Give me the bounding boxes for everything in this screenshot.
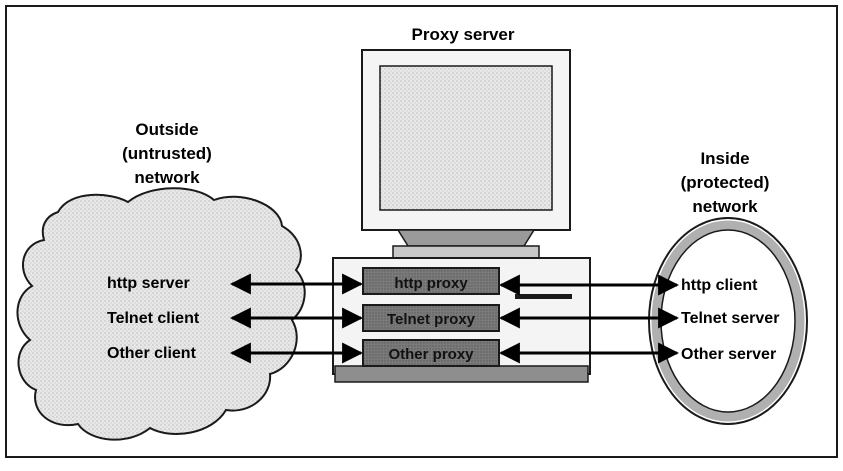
- monitor-neck: [396, 229, 536, 247]
- inside-label-line-3: network: [692, 197, 758, 216]
- outside-item-telnet-client: Telnet client: [107, 310, 200, 327]
- computer-monitor-icon: [361, 49, 571, 259]
- inside-item-other-server: Other server: [681, 346, 776, 363]
- base-foot: [334, 365, 589, 383]
- inside-label-line-2: (protected): [681, 173, 770, 192]
- outside-label-line-1: Outside: [135, 120, 198, 139]
- drive-slot: [515, 294, 572, 299]
- outside-label-line-2: (untrusted): [122, 144, 212, 163]
- page-title: Proxy server: [411, 25, 514, 44]
- outside-item-other-client: Other client: [107, 345, 197, 362]
- proxy-label-telnet: Telnet proxy: [387, 311, 476, 328]
- inside-label-line-1: Inside: [700, 149, 749, 168]
- proxy-list: http proxy Telnet proxy Other proxy: [362, 267, 500, 367]
- monitor-stand: [392, 245, 540, 259]
- cloud-icon: [16, 187, 306, 441]
- outside-label-line-3: network: [134, 168, 200, 187]
- inside-item-telnet-server: Telnet server: [681, 310, 779, 327]
- proxy-label-other: Other proxy: [388, 346, 474, 363]
- monitor-screen: [379, 65, 553, 211]
- inside-item-http-client: http client: [681, 277, 758, 294]
- outer-frame: [5, 5, 838, 458]
- proxy-box-telnet: [362, 304, 500, 332]
- proxy-label-http: http proxy: [394, 275, 468, 292]
- outside-item-http-server: http server: [107, 275, 190, 292]
